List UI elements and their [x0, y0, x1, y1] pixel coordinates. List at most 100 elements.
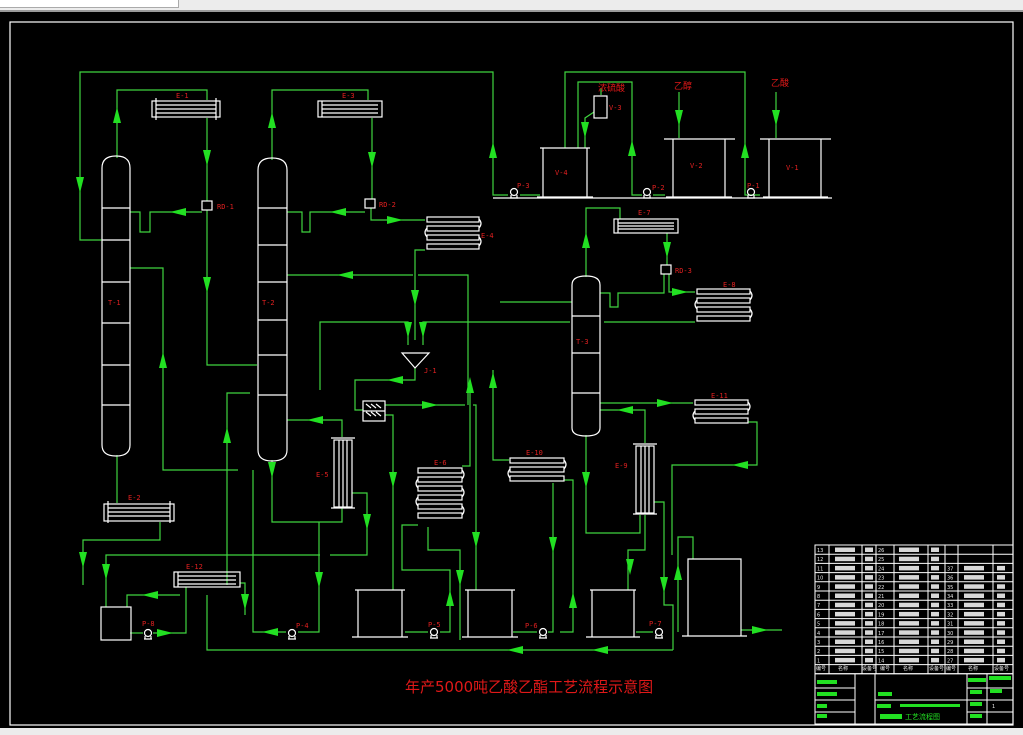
tb-row-number: 2	[817, 649, 820, 655]
tb-row-number: 31	[947, 622, 953, 628]
exchanger-e4[interactable]	[424, 216, 482, 250]
tb-illegible-name	[835, 648, 855, 654]
flow-arrow-icon	[404, 322, 412, 338]
tb-row-number: 15	[878, 649, 884, 655]
tb-illegible-tag	[931, 630, 939, 635]
tb-row-number: 3	[817, 640, 820, 646]
vessel-v1[interactable]: V-1	[760, 138, 831, 198]
exchanger-e10[interactable]	[507, 457, 567, 482]
vessel-v3[interactable]: V-3	[593, 95, 622, 119]
exchanger-e6[interactable]	[415, 467, 465, 519]
column-t3[interactable]: T-3	[571, 275, 601, 437]
tb-header-no: 编号	[816, 665, 826, 672]
tb-illegible-tag	[997, 621, 1005, 626]
tb-row-number: 21	[878, 594, 884, 600]
tb-illegible-name	[835, 621, 855, 626]
flow-arrow-icon	[657, 399, 673, 407]
exchanger-e7-label: E-7	[638, 209, 651, 217]
mixer-j1[interactable]: J-1	[400, 352, 437, 375]
vessel-v4[interactable]: V-4	[537, 147, 593, 198]
tb-illegible-name	[899, 593, 919, 598]
tb-header-tag-3: 设备号	[994, 665, 1009, 672]
piping	[79, 71, 832, 651]
flow-arrow-icon	[389, 472, 397, 488]
flow-arrow-icon	[387, 216, 403, 224]
tb-illegible-tag	[997, 630, 1005, 635]
decanter-rd2[interactable]: RD-2	[364, 198, 396, 209]
flow-arrow-icon	[674, 564, 682, 580]
flow-arrow-icon	[159, 352, 167, 368]
tb-illegible-name	[899, 547, 919, 552]
vessel-v3-label: V-3	[609, 104, 622, 112]
exchanger-e11[interactable]	[692, 399, 751, 424]
pumps[interactable]	[143, 187, 756, 640]
tb-illegible-name	[835, 593, 855, 598]
exchanger-e12[interactable]: E-12	[173, 563, 241, 588]
tb-illegible-name	[899, 630, 919, 635]
flow-arrow-icon	[581, 122, 589, 138]
pump-icon[interactable]	[287, 628, 297, 640]
exchanger-e7[interactable]: E-7	[613, 209, 679, 234]
tb-illegible-name	[835, 575, 855, 580]
pump-icon[interactable]	[654, 627, 664, 639]
tb-illegible-name	[964, 575, 984, 580]
pump-icon[interactable]	[429, 627, 439, 639]
exchanger-e9[interactable]: E-9	[615, 443, 657, 515]
pump-icon[interactable]	[509, 187, 519, 199]
tb-row-number: 20	[878, 603, 884, 609]
exchanger-e1[interactable]: E-1	[151, 92, 221, 120]
static-mixer[interactable]	[362, 400, 386, 422]
flow-arrow-icon	[102, 564, 110, 580]
tb-row-number: 37	[947, 566, 953, 572]
decanter-rd1[interactable]: RD-1	[201, 200, 234, 211]
command-field[interactable]	[0, 0, 179, 8]
column-t1[interactable]: T-1	[101, 155, 131, 457]
pump-icon[interactable]	[642, 187, 652, 199]
flow-arrow-icon	[549, 537, 557, 553]
tb-illegible-tag	[931, 575, 939, 580]
tb-row-number: 12	[817, 557, 823, 563]
tb-illegible-name	[899, 556, 919, 562]
tb-row-number: 7	[817, 603, 820, 609]
flow-arrow-icon	[472, 532, 480, 548]
coil-exchangers[interactable]	[415, 216, 753, 519]
tb-illegible-name	[899, 648, 919, 654]
pump-icon[interactable]	[143, 628, 153, 640]
tb-illegible-name	[835, 584, 855, 589]
tb-row-number: 19	[878, 612, 884, 618]
tb-illegible-name	[964, 657, 984, 663]
toolbar	[0, 0, 1023, 12]
tb-highlight-field	[817, 714, 827, 718]
tb-illegible-tag	[931, 547, 939, 552]
exchanger-e5[interactable]: E-5	[316, 437, 355, 509]
exchanger-e8[interactable]	[694, 288, 753, 322]
tb-illegible-name	[899, 565, 919, 571]
tb-row-number: 8	[817, 594, 820, 600]
tb-highlight-field	[817, 704, 827, 708]
pump-p3-label: P-3	[517, 182, 530, 190]
flow-arrow-icon	[466, 377, 474, 393]
tb-row-number: 33	[947, 603, 953, 609]
vessel-v2-label: V-2	[690, 162, 703, 170]
flow-arrow-icon	[363, 514, 371, 530]
storage-tanks[interactable]	[100, 558, 747, 641]
flow-arrow-icon	[113, 107, 121, 123]
vessel-v2[interactable]: V-2	[664, 138, 735, 198]
pump-icon[interactable]	[538, 627, 548, 639]
tb-illegible-tag	[997, 611, 1005, 617]
tb-illegible-name	[964, 593, 984, 598]
exchanger-e12-label: E-12	[186, 563, 203, 571]
tb-illegible-name	[835, 602, 855, 608]
column-t2[interactable]: T-2	[257, 157, 288, 462]
pump-icon[interactable]	[746, 187, 756, 199]
tb-illegible-tag	[931, 611, 939, 617]
decanter-rd3[interactable]: RD-3	[660, 264, 692, 275]
flow-arrow-icon	[268, 462, 276, 478]
exchanger-e3[interactable]: E-3	[317, 92, 383, 118]
flow-arrow-icon	[752, 626, 768, 634]
tb-highlight-field	[900, 704, 960, 707]
tb-row-number: 4	[817, 631, 820, 637]
exchanger-e2[interactable]: E-2	[103, 494, 175, 523]
